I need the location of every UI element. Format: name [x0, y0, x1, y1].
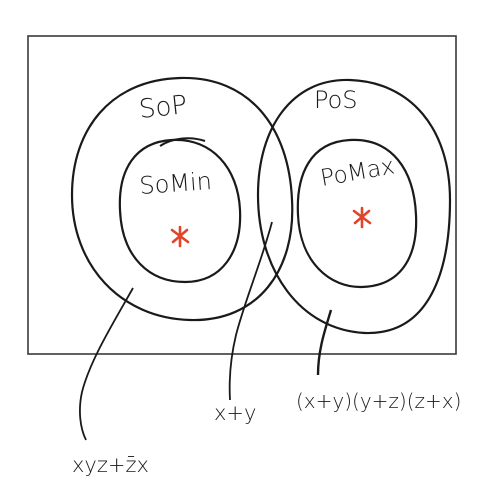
pos-pointer	[316, 309, 333, 376]
pomax-boundary	[296, 138, 418, 289]
star-icon	[352, 206, 372, 229]
sop-example-label: xyz+z̄x	[72, 453, 149, 477]
overlap-pointer	[228, 221, 273, 401]
sop-pointer	[79, 287, 134, 441]
somin-boundary-tick	[159, 137, 206, 147]
somin-boundary	[118, 138, 242, 284]
pomax-label: PoMax	[319, 153, 397, 192]
pos-boundary	[256, 78, 452, 335]
star-icon	[170, 225, 190, 248]
overlap-example-label: x+y	[214, 401, 256, 425]
sop-boundary	[70, 76, 294, 322]
sop-label: SoP	[138, 90, 189, 125]
pos-example-label: (x+y)(y+z)(z+x)	[296, 389, 461, 413]
pos-label: PoS	[314, 86, 358, 114]
somin-label: SoMin	[138, 167, 212, 200]
universe-frame	[27, 35, 457, 355]
